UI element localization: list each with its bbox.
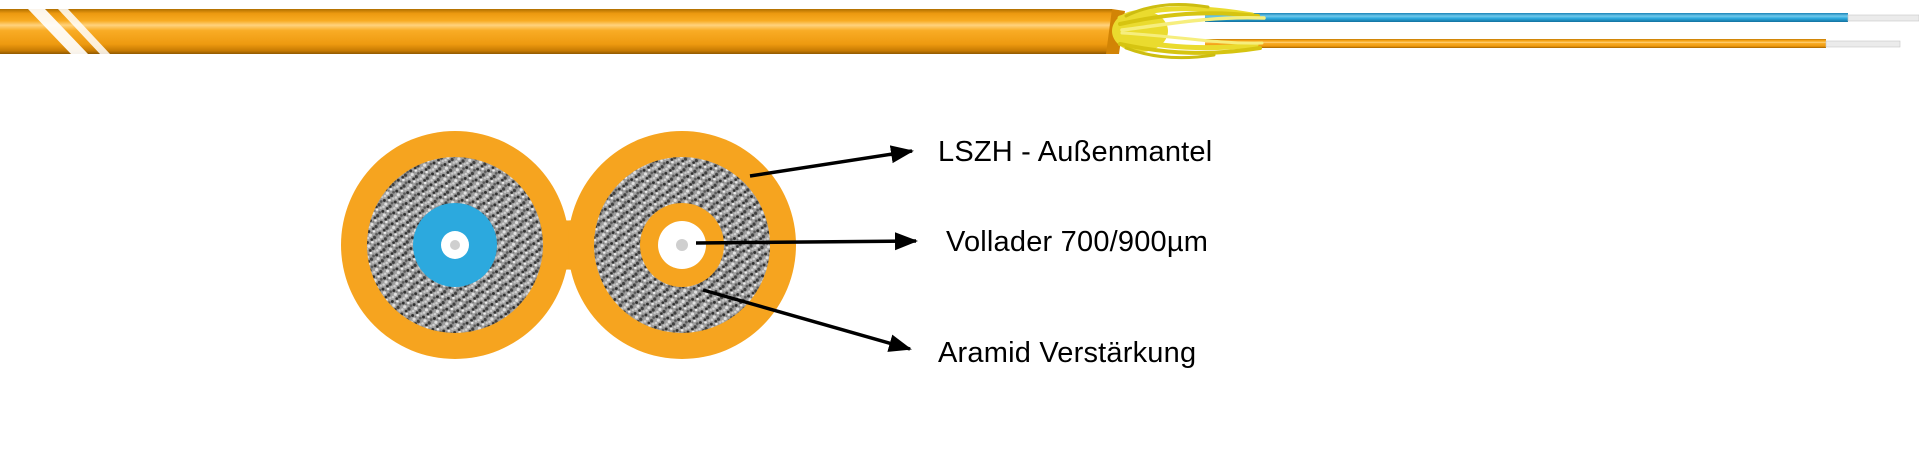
orange-cable-stripped-tip <box>1825 40 1901 48</box>
cable-outer-jacket <box>0 9 1112 54</box>
cross-section <box>341 131 796 359</box>
cross-section-left-unit <box>341 131 569 359</box>
cable-photo <box>0 2 1919 60</box>
orange-fiber-cable <box>1205 39 1901 48</box>
jacket-streak <box>28 9 88 54</box>
blue-cable-stripped-tip <box>1847 14 1919 22</box>
right-fiber-core <box>676 239 688 251</box>
callout-arrows <box>695 145 918 352</box>
callout-arrow-aramid <box>702 288 912 352</box>
jacket-streak <box>58 9 110 54</box>
label-aramid-strength: Aramid Verstärkung <box>938 337 1197 369</box>
callout-arrow-outer-jacket <box>749 145 914 178</box>
cross-section-right-unit <box>568 131 796 359</box>
label-tight-buffer: Vollader 700/900µm <box>946 226 1209 258</box>
aramid-strands <box>1117 2 1266 60</box>
blue-fiber-cable <box>1205 13 1919 22</box>
left-fiber-core <box>450 240 460 250</box>
label-outer-jacket: LSZH - Außenmantel <box>938 136 1213 168</box>
callout-arrow-tight-buffer <box>695 232 918 251</box>
